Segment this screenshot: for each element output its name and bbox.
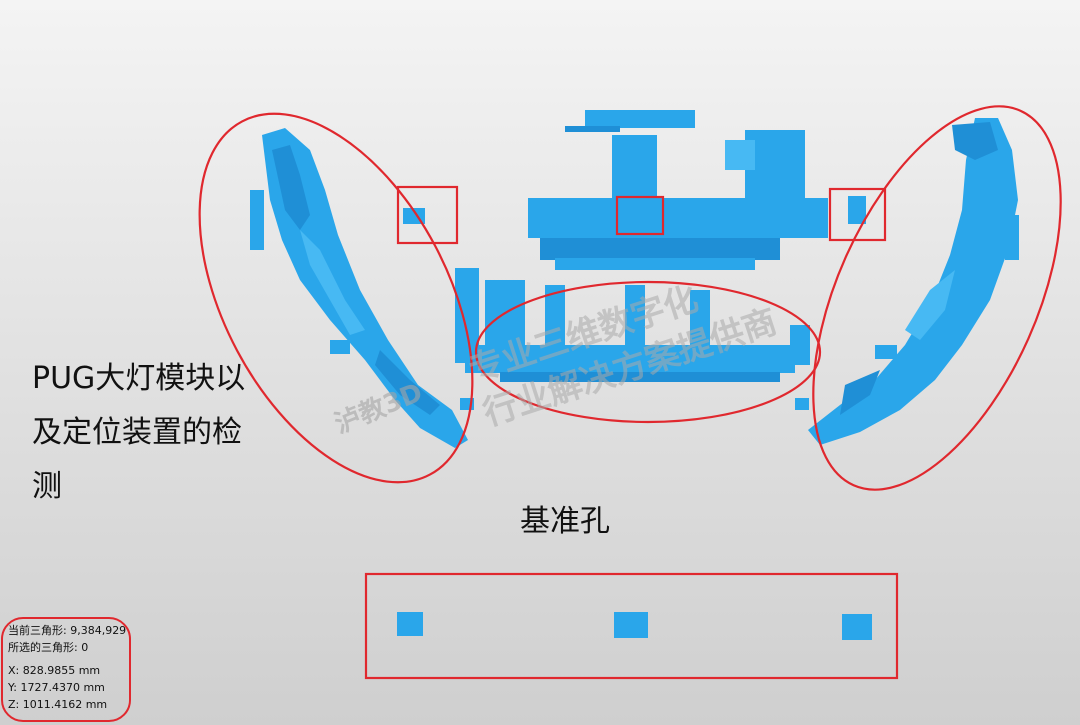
datum-hole-3-scan (842, 614, 872, 640)
left-headlamp-bracket-scan (250, 128, 468, 448)
z-coordinate-readout: Z: 1011.4162 mm (8, 698, 108, 711)
right-headlamp-bracket-scan (808, 118, 1019, 445)
side-caption-line-1: PUG大灯模块以 (32, 361, 246, 396)
center-fixture-scan (455, 110, 828, 410)
mesh-stats-panel: 当前三角形: 9,384,929 所选的三角形: 0 X: 828.9855 m… (8, 622, 126, 713)
center-fixture-highlight-ellipse (474, 280, 822, 424)
left-headlamp-highlight-ellipse (198, 112, 474, 484)
left-datum-highlight-box (396, 185, 459, 245)
right-headlamp-highlight-ellipse (812, 105, 1062, 491)
center-datum-highlight-box (615, 195, 665, 236)
y-coordinate-readout: Y: 1727.4370 mm (8, 681, 105, 694)
datum-hole-2-scan (614, 612, 648, 638)
current-triangles-readout: 当前三角形: 9,384,929 (8, 624, 127, 637)
selected-triangles-readout: 所选的三角形: 0 (8, 641, 89, 654)
right-datum-highlight-box (828, 187, 887, 242)
right-datum-block-scan (848, 196, 866, 224)
datum-hole-1-scan (397, 612, 423, 636)
x-coordinate-readout: X: 828.9855 mm (8, 664, 101, 677)
datum-holes-caption: 基准孔 (520, 504, 610, 539)
datum-holes-highlight-box (364, 572, 899, 680)
side-caption: PUG大灯模块以 及定位装置的检 测 (32, 352, 277, 514)
stats-highlight-ring (1, 617, 131, 722)
side-caption-line-2: 及定位装置的检 (32, 415, 242, 450)
side-caption-line-3: 测 (32, 469, 62, 504)
